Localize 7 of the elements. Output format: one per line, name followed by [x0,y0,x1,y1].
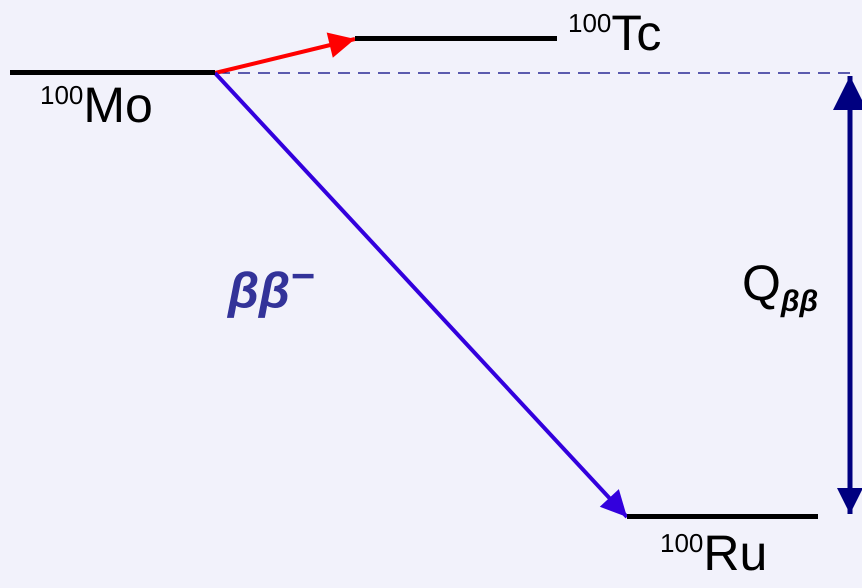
arrow [214,72,628,518]
q-value-label: Q$_{ββ}$ [742,258,818,317]
decay-mode-label: ββ$^{−}$ [228,255,314,316]
arrow [214,32,356,75]
nuclide-label: $^{100}$Mo [40,80,153,130]
nuclide-label: $^{100}$Tc [568,8,662,58]
nuclide-label: $^{100}$Ru [660,528,768,578]
